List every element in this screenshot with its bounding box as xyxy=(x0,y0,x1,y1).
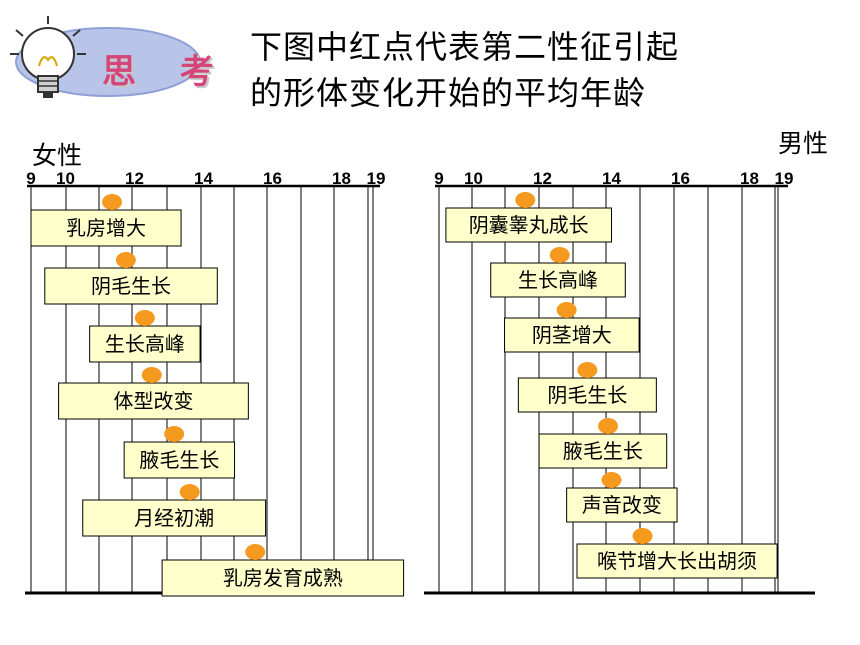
female-event-dot xyxy=(141,367,162,383)
female-event-label: 生长高峰 xyxy=(105,332,185,356)
male-event-box xyxy=(504,317,640,353)
female-tick-label: 12 xyxy=(125,169,144,188)
male-event-label: 腋毛生长 xyxy=(563,439,643,463)
lightbulb-logo xyxy=(10,16,201,98)
male-tick-label: 16 xyxy=(671,169,690,188)
female-tick-label: 10 xyxy=(56,169,75,188)
male-event-label: 生长高峰 xyxy=(518,268,598,292)
male-event-label: 阴囊睾丸成长 xyxy=(469,213,589,237)
female-tick-label: 14 xyxy=(194,169,213,188)
male-event-dot xyxy=(632,528,653,544)
female-event-dot xyxy=(179,484,200,500)
male-event-box xyxy=(566,487,678,523)
think-label: 思 考 xyxy=(102,52,230,92)
male-event-dot xyxy=(601,472,622,488)
male-event-box xyxy=(445,207,612,243)
male-event-dot xyxy=(577,362,598,378)
male-tick-label: 18 xyxy=(740,169,759,188)
male-event-label: 喉节增大长出胡须 xyxy=(597,549,757,573)
female-event-box xyxy=(89,325,201,363)
female-event-dot xyxy=(115,252,136,268)
male-label: 男性 xyxy=(778,129,829,158)
female-event-box xyxy=(44,267,218,305)
male-event-label: 阴茎增大 xyxy=(532,323,612,347)
male-event-box xyxy=(576,543,778,579)
male-event-dot xyxy=(549,247,570,263)
female-event-dot xyxy=(245,544,266,560)
female-tick-label: 16 xyxy=(263,169,282,188)
male-tick-label: 9 xyxy=(434,169,443,188)
male-event-dot xyxy=(598,418,619,434)
female-event-box xyxy=(82,499,267,537)
female-event-box xyxy=(58,382,249,420)
male-event-dot xyxy=(556,302,577,318)
male-event-label: 阴毛生长 xyxy=(547,383,627,407)
female-event-label: 体型改变 xyxy=(113,389,193,413)
page-title-line-1: 下图中红点代表第二性征引起 xyxy=(250,28,680,66)
female-event-box xyxy=(30,209,182,247)
male-tick-label: 12 xyxy=(533,169,552,188)
male-event-box xyxy=(490,262,626,298)
female-event-label: 阴毛生长 xyxy=(91,274,171,298)
female-event-dot xyxy=(164,426,185,442)
male-event-label: 声音改变 xyxy=(582,493,662,517)
male-tick-label: 19 xyxy=(775,169,794,188)
female-tick-label: 9 xyxy=(26,169,35,188)
female-tick-label: 18 xyxy=(332,169,351,188)
female-event-label: 乳房增大 xyxy=(66,216,146,240)
female-event-box xyxy=(161,559,405,597)
male-tick-label: 10 xyxy=(464,169,483,188)
male-event-box xyxy=(517,377,657,413)
female-label: 女性 xyxy=(32,141,83,170)
lightbulb-icon xyxy=(10,16,86,98)
female-event-label: 腋毛生长 xyxy=(139,448,219,472)
male-event-dot xyxy=(515,192,536,208)
female-event-box xyxy=(123,441,236,479)
female-event-dot xyxy=(134,310,155,326)
female-event-dot xyxy=(102,194,123,210)
male-event-box xyxy=(538,433,668,469)
female-tick-label: 19 xyxy=(367,169,386,188)
page-title-line-2: 的形体变化开始的平均年龄 xyxy=(250,74,647,112)
female-event-label: 乳房发育成熟 xyxy=(223,566,343,590)
female-event-label: 月经初潮 xyxy=(134,506,214,530)
male-tick-label: 14 xyxy=(602,169,621,188)
